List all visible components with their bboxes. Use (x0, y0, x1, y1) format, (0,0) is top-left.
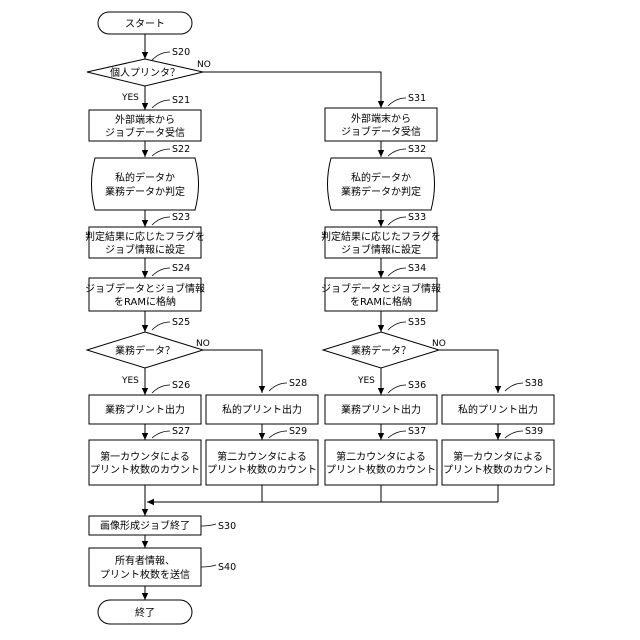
yes-label-s35: YES (357, 376, 375, 386)
step-label-s29: S29 (289, 426, 307, 437)
no-label-s25: NO (196, 339, 210, 349)
step-label-s30: S30 (218, 521, 236, 532)
step-label-s34: S34 (408, 263, 426, 274)
process-count-first-right-line1: 第一カウンタによる (453, 450, 543, 463)
process-count-second-left-line1: 第二カウンタによる (217, 450, 307, 463)
process-business-print-right-label: 業務プリント出力 (341, 403, 421, 416)
step-label-s24: S24 (172, 263, 190, 274)
step-label-s38: S38 (525, 378, 543, 389)
step-label-s33: S33 (408, 212, 426, 223)
process-send-info-line1: 所有者情報、 (115, 554, 175, 567)
process-judge-data-right-line1: 私的データか (351, 171, 411, 184)
step-label-s32: S32 (408, 144, 426, 155)
process-store-ram-left: ジョブデータとジョブ情報 をRAMに格納 (85, 278, 205, 311)
process-set-flag-left-line2: ジョブ情報に設定 (105, 243, 185, 256)
decision-business-data-right: 業務データ？ (323, 332, 439, 368)
process-judge-data-right: 私的データか 業務データか判定 (328, 158, 435, 210)
step-label-s40: S40 (218, 562, 236, 573)
process-send-info-line2: プリント枚数を送信 (100, 568, 190, 581)
step-label-s31: S31 (408, 93, 426, 104)
decision-business-data-left-label: 業務データ？ (115, 344, 175, 357)
process-store-ram-right-line2: をRAMに格納 (350, 295, 412, 308)
process-store-ram-right-line1: ジョブデータとジョブ情報 (321, 282, 441, 295)
process-set-flag-right-line1: 判定結果に応じたフラグを (321, 230, 441, 243)
step-label-s39: S39 (525, 426, 543, 437)
step-label-s27: S27 (172, 426, 190, 437)
process-store-ram-left-line1: ジョブデータとジョブ情報 (85, 282, 205, 295)
process-business-print-left-label: 業務プリント出力 (105, 403, 185, 416)
process-set-flag-right: 判定結果に応じたフラグを ジョブ情報に設定 (321, 227, 441, 258)
process-receive-job-right-line2: ジョブデータ受信 (341, 125, 421, 138)
process-judge-data-left-line1: 私的データか (115, 171, 175, 184)
process-receive-job-right-line1: 外部端末から (351, 112, 411, 125)
no-label-s20: NO (197, 60, 211, 70)
process-count-second-right-line1: 第二カウンタによる (336, 450, 426, 463)
process-store-ram-right: ジョブデータとジョブ情報 をRAMに格納 (321, 278, 441, 311)
process-judge-data-right-line2: 業務データか判定 (341, 185, 421, 198)
step-label-s20: S20 (172, 47, 190, 58)
process-count-second-left: 第二カウンタによる プリント枚数のカウント (206, 440, 318, 485)
yes-label-s25: YES (121, 376, 139, 386)
process-store-ram-left-line2: をRAMに格納 (114, 295, 176, 308)
decision-personal-printer-label: 個人プリンタ？ (110, 66, 180, 79)
end-terminator: 終了 (98, 600, 192, 624)
process-receive-job-left-line1: 外部端末から (115, 113, 175, 126)
process-set-flag-left-line1: 判定結果に応じたフラグを (85, 230, 205, 243)
process-business-print-left: 業務プリント出力 (89, 395, 201, 424)
step-label-s26: S26 (172, 380, 190, 391)
process-private-print-right-label: 私的プリント出力 (458, 403, 538, 416)
process-business-print-right: 業務プリント出力 (325, 395, 437, 424)
process-count-first-right-line2: プリント枚数のカウント (443, 463, 553, 476)
step-label-s25: S25 (172, 317, 190, 328)
decision-personal-printer: 個人プリンタ？ (87, 59, 203, 86)
process-count-second-left-line2: プリント枚数のカウント (207, 463, 317, 476)
step-label-s36: S36 (408, 380, 426, 391)
process-count-first-left-line2: プリント枚数のカウント (90, 463, 200, 476)
step-label-s23: S23 (172, 212, 190, 223)
process-count-second-right-line2: プリント枚数のカウント (326, 463, 436, 476)
process-count-first-left-line1: 第一カウンタによる (100, 450, 190, 463)
process-send-info: 所有者情報、 プリント枚数を送信 (89, 548, 201, 586)
process-set-flag-left: 判定結果に応じたフラグを ジョブ情報に設定 (85, 227, 205, 258)
process-private-print-left-label: 私的プリント出力 (222, 403, 302, 416)
process-private-print-right: 私的プリント出力 (442, 395, 554, 424)
yes-label-s20: YES (121, 93, 139, 103)
decision-business-data-right-label: 業務データ？ (351, 344, 411, 357)
process-receive-job-left-line2: ジョブデータ受信 (105, 126, 185, 139)
process-job-end-label: 画像形成ジョブ終了 (100, 519, 190, 532)
process-job-end: 画像形成ジョブ終了 (89, 516, 201, 535)
step-label-s22: S22 (172, 144, 190, 155)
step-label-s21: S21 (172, 95, 190, 106)
decision-business-data-left: 業務データ？ (87, 332, 203, 368)
process-receive-job-right: 外部端末から ジョブデータ受信 (325, 108, 437, 141)
process-count-first-left: 第一カウンタによる プリント枚数のカウント (89, 440, 201, 485)
process-count-second-right: 第二カウンタによる プリント枚数のカウント (325, 440, 437, 485)
start-terminator: スタート (98, 12, 192, 34)
step-label-s28: S28 (289, 378, 307, 389)
process-judge-data-left-line2: 業務データか判定 (105, 185, 185, 198)
no-label-s35: NO (432, 339, 446, 349)
process-private-print-left: 私的プリント出力 (206, 395, 318, 424)
start-label: スタート (125, 18, 165, 30)
step-label-s37: S37 (408, 426, 426, 437)
process-receive-job-left: 外部端末から ジョブデータ受信 (89, 110, 201, 141)
process-judge-data-left: 私的データか 業務データか判定 (92, 158, 199, 210)
process-set-flag-right-line2: ジョブ情報に設定 (341, 243, 421, 256)
end-label: 終了 (135, 606, 155, 619)
process-count-first-right: 第一カウンタによる プリント枚数のカウント (442, 440, 554, 485)
step-label-s35: S35 (408, 317, 426, 328)
